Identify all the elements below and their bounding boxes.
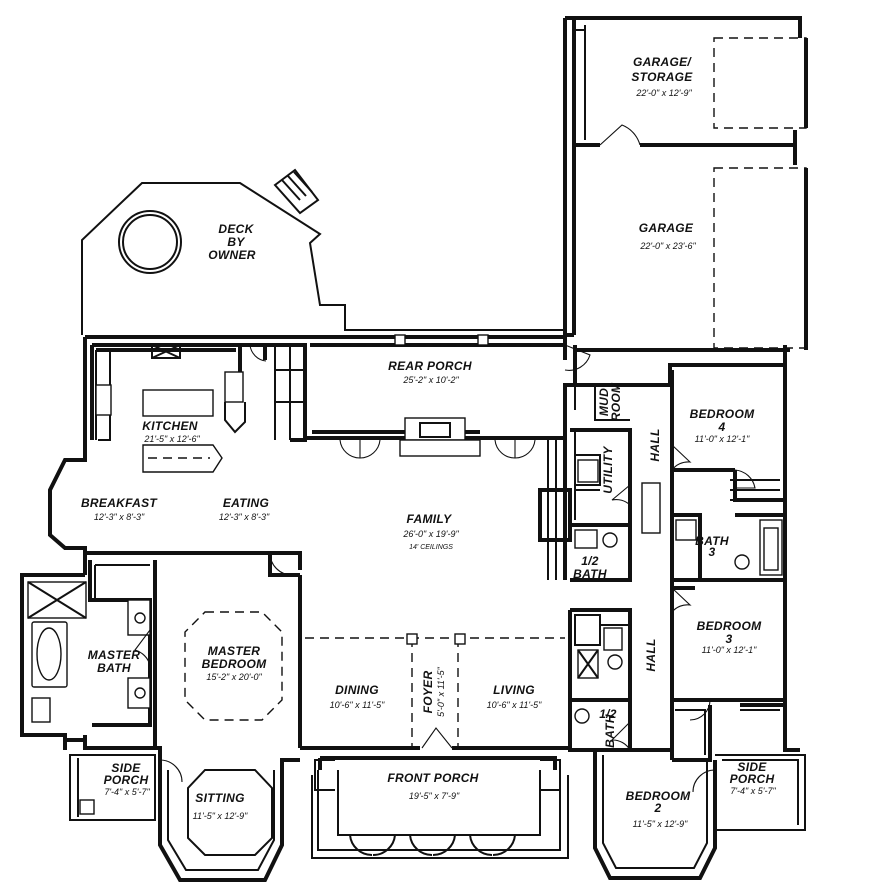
family-ceiling-note: 14' CEILINGS — [409, 544, 453, 551]
garage-storage-label-2: STORAGE — [631, 70, 693, 84]
master-suite — [27, 551, 302, 748]
foyer-label: FOYER — [421, 671, 435, 714]
mud-room-label: MUD — [597, 388, 611, 416]
bedroom2-label-2: 2 — [654, 801, 662, 815]
half-bath-lower-label: 1/2 — [599, 707, 617, 721]
garage-dims: 22'-0" x 23'-6" — [639, 241, 696, 251]
deck-label: DECK — [218, 222, 254, 236]
foyer-dims: 5'-0" x 11'-5" — [436, 666, 446, 716]
breakfast-label: BREAKFAST — [81, 496, 158, 510]
master-bath-label: MASTER — [88, 648, 140, 662]
side-porch-left-label: SIDE — [111, 761, 141, 775]
dining-label: DINING — [335, 683, 379, 697]
garage-door-lower — [713, 167, 807, 349]
bath3-label: BATH — [695, 534, 729, 548]
sitting-dims: 11'-5" x 12'-9" — [193, 811, 248, 821]
bedroom4-label-2: 4 — [718, 420, 726, 434]
dining-dims: 10'-6" x 11'-5" — [330, 700, 385, 710]
sitting-ceiling — [187, 769, 273, 856]
kitchen-sink — [95, 384, 112, 416]
half-bath-lower-label-2: BATH — [603, 714, 617, 748]
kitchen-area — [90, 334, 591, 473]
side-porch-right-dims: 7'-4" x 5'-7" — [730, 786, 776, 796]
garage-storage-label: GARAGE/ — [633, 55, 692, 69]
master-bath-label-2: BATH — [97, 661, 131, 675]
eating-dims: 12'-3" x 8'-3" — [219, 512, 270, 522]
master-bedroom-dims: 15'-2" x 20'-0" — [206, 672, 262, 682]
garage-label: GARAGE — [639, 221, 694, 235]
bedroom2-label: BEDROOM — [626, 789, 691, 803]
right-wing — [538, 363, 785, 762]
front-porch-label: FRONT PORCH — [387, 771, 478, 785]
mud-room-label-2: ROOM — [609, 382, 623, 421]
living-dims: 10'-6" x 11'-5" — [487, 700, 542, 710]
front-porch-area — [69, 750, 806, 882]
master-bedroom-ceiling — [184, 611, 283, 721]
bath3-label-2: 3 — [709, 545, 716, 559]
front-rooms — [300, 633, 672, 752]
bedroom3-dims: 11'-0" x 12'-1" — [702, 645, 757, 655]
master-bedroom-label: MASTER — [208, 644, 260, 658]
rear-porch-dims: 25'-2" x 10'-2" — [402, 375, 459, 385]
range — [224, 371, 244, 403]
hall-lower-label: HALL — [644, 638, 658, 671]
deck-label-2: BY — [227, 235, 245, 249]
fireplace-hearth — [399, 439, 481, 457]
breakfast-dims: 12'-3" x 8'-3" — [94, 512, 145, 522]
deck — [81, 168, 565, 335]
hot-tub — [118, 210, 182, 274]
kitchen-label: KITCHEN — [142, 419, 197, 433]
kitchen-island — [142, 389, 214, 417]
bedroom4-dims: 11'-0" x 12'-1" — [695, 434, 750, 444]
family-label: FAMILY — [407, 512, 453, 526]
side-porch-left-dims: 7'-4" x 5'-7" — [104, 787, 150, 797]
family-dims: 26'-0" x 19'-9" — [402, 529, 459, 539]
side-porch-right-label: SIDE — [737, 760, 767, 774]
room-labels: GARAGE/ STORAGE 22'-0" x 12'-9" GARAGE 2… — [81, 55, 776, 829]
utility-label: UTILITY — [601, 446, 615, 494]
deck-label-3: OWNER — [208, 248, 256, 262]
half-bath-upper-label-2: BATH — [573, 567, 607, 581]
garage-wing — [563, 16, 808, 365]
bedroom3-label: BEDROOM — [697, 619, 762, 633]
side-porch-right-label-2: PORCH — [730, 772, 775, 786]
bedroom4-label: BEDROOM — [690, 407, 755, 421]
half-bath-upper-label: 1/2 — [581, 554, 599, 568]
garage-door-upper — [713, 37, 807, 129]
kitchen-dims: 21'-5" x 12'-6" — [143, 434, 200, 444]
hall-upper-label: HALL — [648, 428, 662, 461]
rear-porch-label: REAR PORCH — [388, 359, 472, 373]
exterior-walls — [20, 335, 800, 760]
living-label: LIVING — [493, 683, 535, 697]
bedroom3-label-2: 3 — [726, 632, 733, 646]
sitting-label: SITTING — [195, 791, 244, 805]
master-bedroom-label-2: BEDROOM — [202, 657, 267, 671]
front-porch-dims: 19'-5" x 7'-9" — [409, 791, 460, 801]
eating-label: EATING — [223, 496, 269, 510]
side-porch-left-label-2: PORCH — [104, 773, 149, 787]
bedroom2-dims: 11'-5" x 12'-9" — [633, 819, 688, 829]
garage-storage-dims: 22'-0" x 12'-9" — [635, 88, 692, 98]
